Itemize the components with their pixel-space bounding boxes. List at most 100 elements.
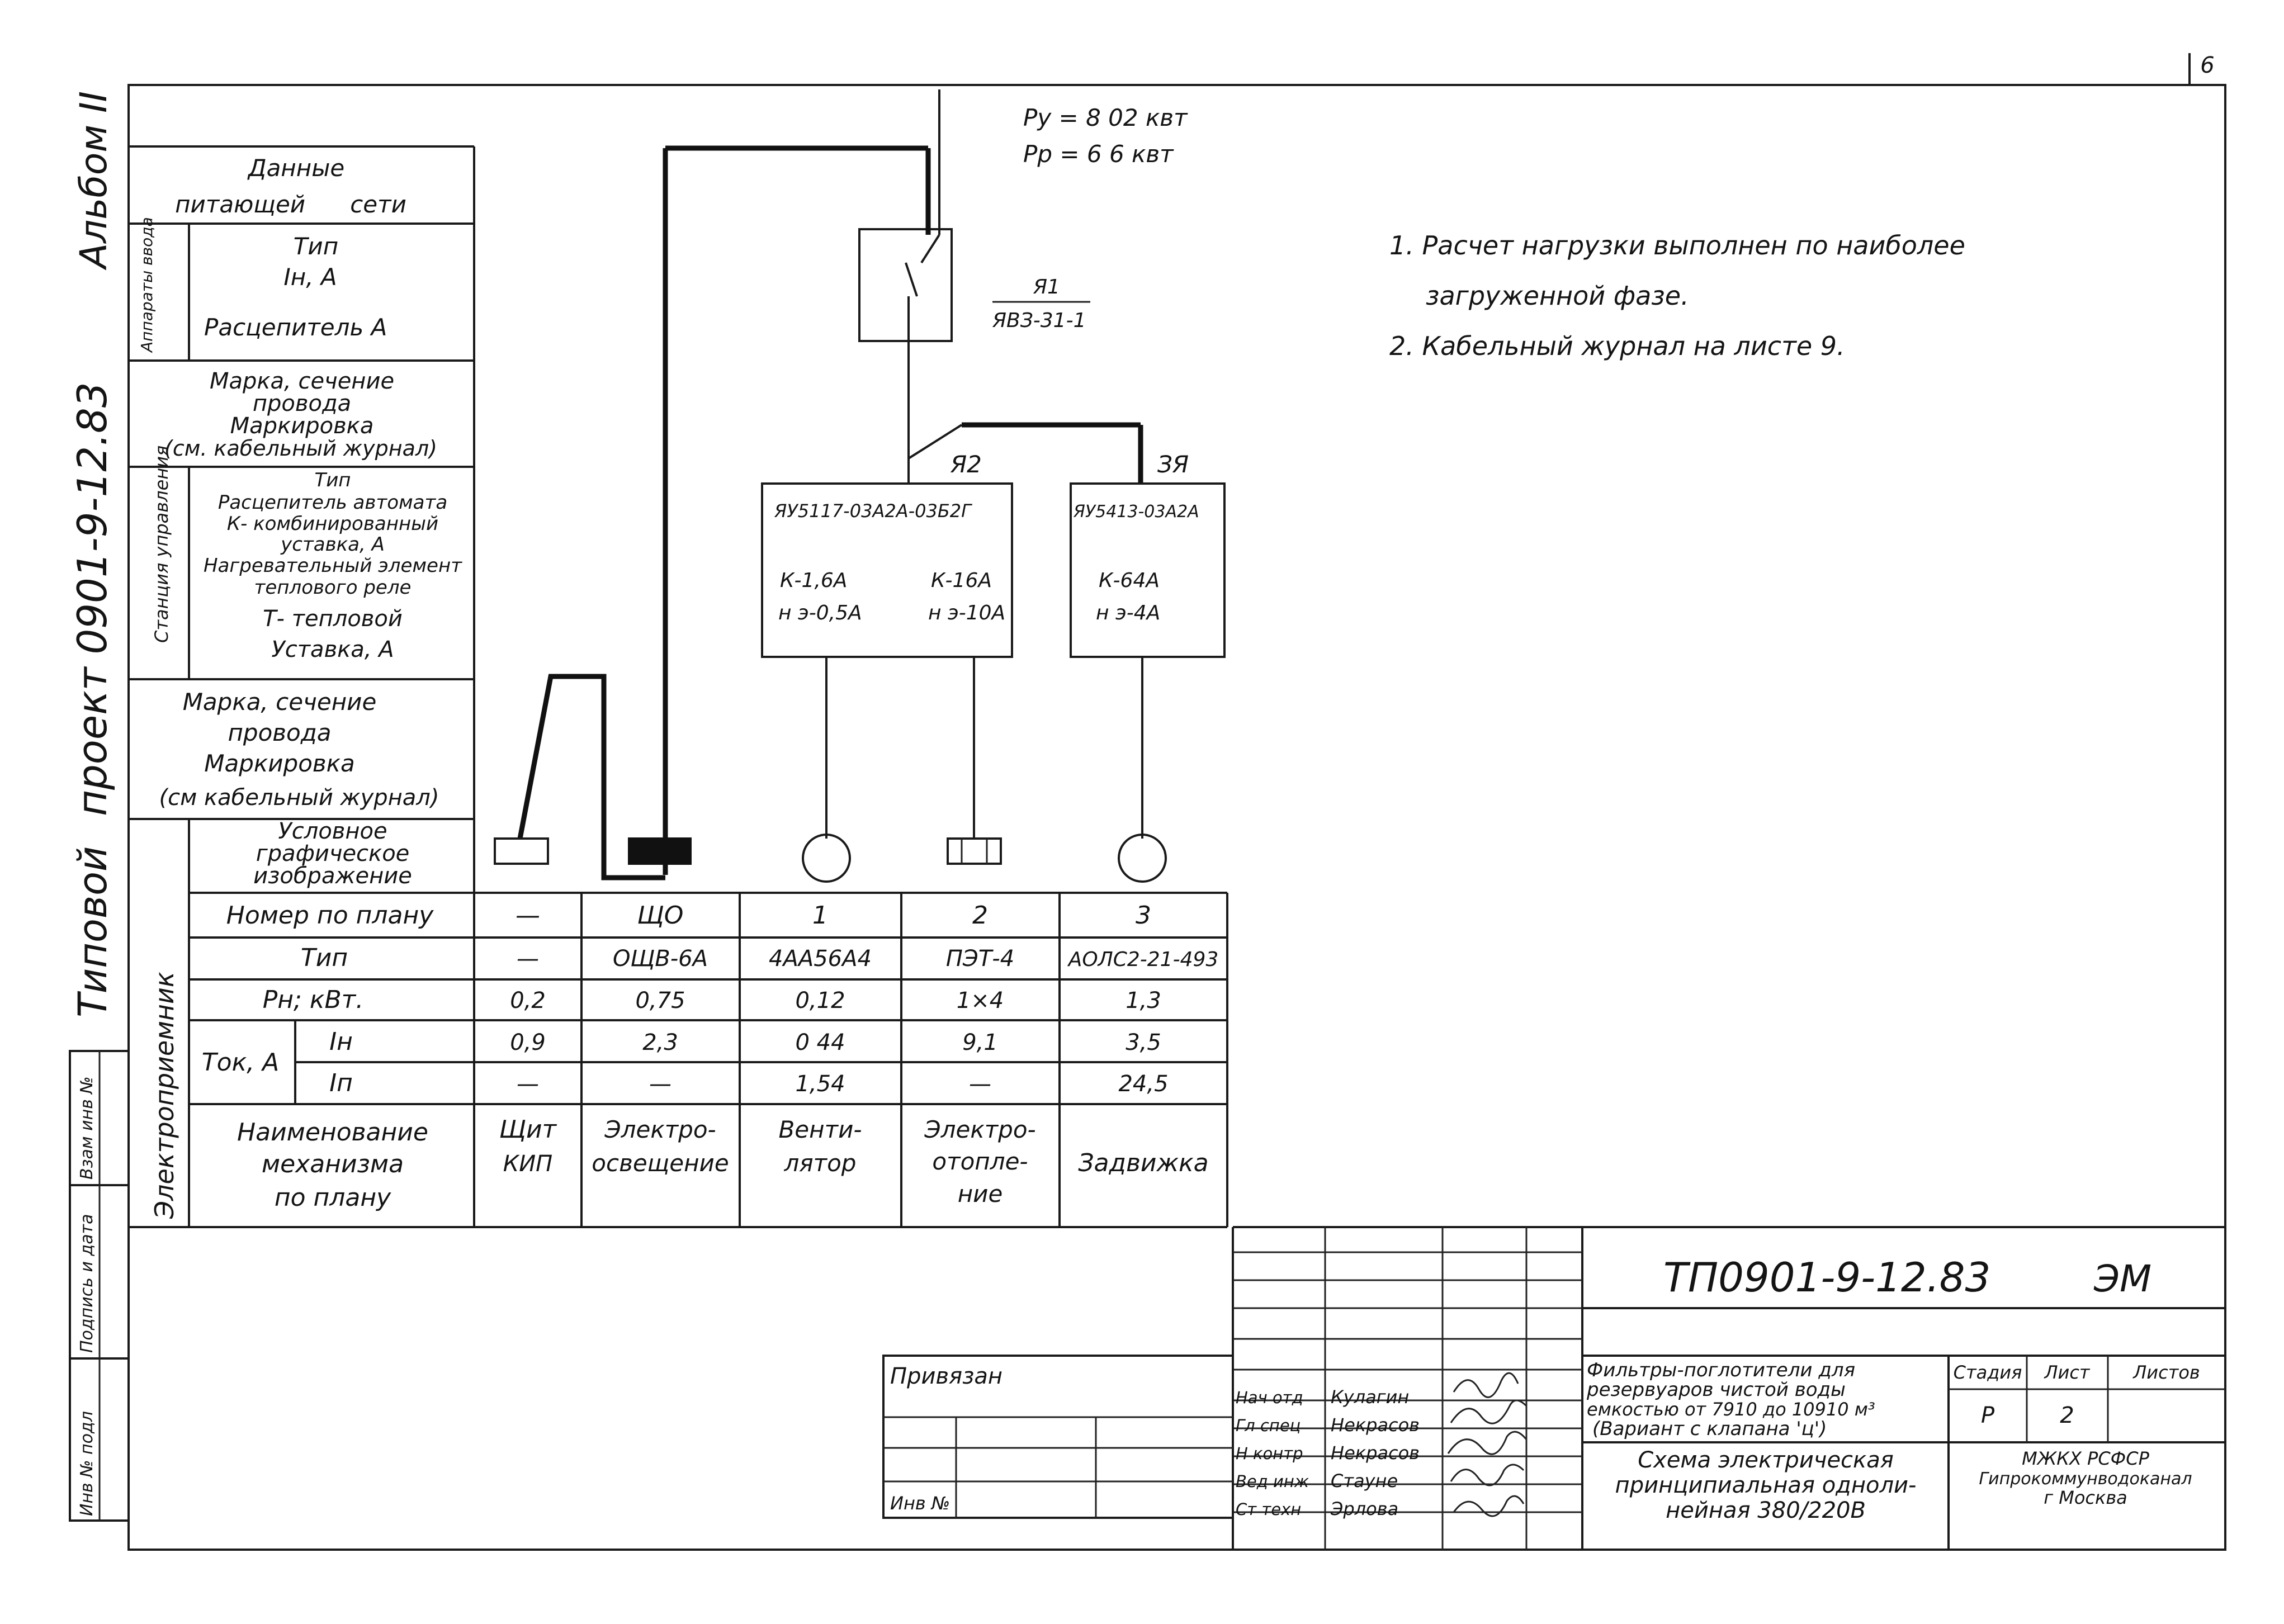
box-ya2-k1: К-1,6А xyxy=(780,569,847,592)
row-power-label: Рн; кВт. xyxy=(263,986,364,1014)
sheet-label: Лист xyxy=(2044,1362,2090,1383)
box-3ya-type: ЯУ5413-03А2А xyxy=(1073,502,1199,522)
box-ya2-k2: К-16А xyxy=(931,569,992,592)
person-1: Кулагин xyxy=(1331,1386,1409,1408)
wire1-line3: Маркировка xyxy=(230,413,374,439)
page-number: 6 xyxy=(2200,53,2214,78)
svg-text:2,3: 2,3 xyxy=(642,1030,678,1055)
box-3ya-id: ЗЯ xyxy=(1157,451,1189,478)
desc-line3: емкостью от 7910 до 10910 м³ xyxy=(1587,1399,1875,1420)
box-3ya-k: К-64А xyxy=(1099,569,1160,592)
svg-text:1,3: 1,3 xyxy=(1126,988,1161,1014)
consumer-column-kip: — — 0,2 0,9 — Щит КИП xyxy=(499,901,557,1177)
breaker-box xyxy=(858,228,953,342)
svg-text:КИП: КИП xyxy=(503,1151,552,1177)
stage-label: Стадия xyxy=(1954,1362,2022,1383)
svg-text:—: — xyxy=(517,946,539,972)
svg-text:0,2: 0,2 xyxy=(510,988,546,1014)
svg-text:Венти-: Венти- xyxy=(778,1116,862,1143)
cs-line7: Т- тепловой xyxy=(263,606,403,632)
valve-motor-symbol xyxy=(1118,834,1167,883)
cs-line3: К- комбинированный xyxy=(227,513,438,535)
box-ya2-n2: н э-10А xyxy=(928,602,1005,624)
svg-text:Электро-: Электро- xyxy=(604,1116,716,1143)
inv-label: Инв № xyxy=(890,1493,950,1514)
svg-text:0,9: 0,9 xyxy=(510,1030,546,1055)
svg-text:0 44: 0 44 xyxy=(795,1030,845,1055)
binding-box xyxy=(882,1355,1234,1519)
cs-line6: теплового реле xyxy=(254,576,412,599)
svg-text:—: — xyxy=(516,901,540,930)
cs-line1: Тип xyxy=(314,469,351,491)
consumer-column-fan: 1 4АА56А4 0,12 0 44 1,54 Венти- лятор xyxy=(769,901,872,1177)
kip-feeder xyxy=(517,674,665,880)
drawing-mark: ЭМ xyxy=(2093,1257,2151,1300)
cs-line4: уставка, А xyxy=(280,533,385,556)
desc-line2: резервуаров чистой воды xyxy=(1586,1379,1846,1401)
svg-text:лятор: лятор xyxy=(784,1149,857,1177)
row-name-line1: Наименование xyxy=(237,1118,428,1147)
org-line1: МЖКХ РСФСР xyxy=(2022,1448,2149,1469)
cs-line2: Расцепитель автомата xyxy=(218,491,447,514)
symbol-line1: Условное xyxy=(278,818,387,844)
row-type-label: Тип xyxy=(301,944,348,972)
symbol-line2: графическое xyxy=(256,841,410,867)
box-3ya-n: н э-4А xyxy=(1096,602,1160,624)
fan-motor-symbol xyxy=(802,834,851,883)
person-2: Некрасов xyxy=(1331,1414,1420,1436)
album-label: Альбом II xyxy=(72,91,115,271)
breaker-contact xyxy=(905,262,918,297)
consumer-column-heating: 2 ПЭТ-4 1×4 9,1 — Электро- отопле- ние xyxy=(924,901,1035,1208)
svg-text:Задвижка: Задвижка xyxy=(1078,1149,1208,1177)
breaker-id: Я1 xyxy=(1033,276,1060,299)
svg-text:1×4: 1×4 xyxy=(957,988,1004,1014)
org-line3: г Москва xyxy=(2044,1487,2127,1508)
drawing-code: ТП0901-9-12.83 xyxy=(1663,1254,1990,1301)
supply-line xyxy=(663,89,1143,875)
stamp-inv-orig: Инв № подл xyxy=(77,1411,97,1516)
stage-value: Р xyxy=(1981,1403,1995,1428)
svg-text:1: 1 xyxy=(812,901,828,930)
svg-text:АОЛС2-21-493: АОЛС2-21-493 xyxy=(1067,948,1219,971)
org-line2: Гипрокоммунводоканал xyxy=(1979,1469,2192,1489)
input-release-label: Расцепитель А xyxy=(204,314,387,341)
control-station-label: Станция управления xyxy=(151,446,172,643)
title-line1: Схема электрическая xyxy=(1638,1447,1894,1473)
wire2-line2: провода xyxy=(228,719,331,746)
title-block xyxy=(882,1226,2225,1550)
cs-line5: Нагревательный элемент xyxy=(204,555,462,577)
svg-text:—: — xyxy=(649,1071,672,1097)
wire1-line1: Марка, сечение xyxy=(210,368,394,394)
title-line2: принципиальная одноли- xyxy=(1615,1473,1917,1498)
consumer-column-lighting: ЩО ОЩВ-6А 0,75 2,3 — Электро- освещение xyxy=(592,901,729,1177)
supply-data-line1: Данные xyxy=(247,154,344,182)
row-name-line2: механизма xyxy=(262,1150,404,1178)
sheets-label: Листов xyxy=(2132,1362,2200,1383)
sheet-value: 2 xyxy=(2060,1403,2074,1428)
left-table-grid xyxy=(129,145,1228,1228)
box-ya2-type: ЯУ5117-03А2А-03Б2Г xyxy=(774,500,972,522)
stamp-replace-inv: Взам инв № xyxy=(77,1076,97,1180)
desc-line4: (Вариант с клапана 'ц') xyxy=(1592,1418,1827,1440)
svg-text:ПЭТ-4: ПЭТ-4 xyxy=(946,946,1014,972)
bound-label: Привязан xyxy=(890,1363,1002,1389)
control-box-ya2 xyxy=(761,482,1013,658)
role-2: Гл спец xyxy=(1236,1416,1301,1435)
svg-text:24,5: 24,5 xyxy=(1118,1071,1168,1097)
supply-data-line2: питающей сети xyxy=(175,191,406,218)
wire1-line4: (см. кабельный журнал) xyxy=(164,436,437,461)
svg-text:ЩО: ЩО xyxy=(637,901,684,930)
box-ya2-id: Я2 xyxy=(950,451,982,478)
wire2-line1: Марка, сечение xyxy=(183,688,377,716)
svg-text:1,54: 1,54 xyxy=(795,1071,845,1097)
installed-power: Ру = 8 02 квт xyxy=(1023,104,1188,131)
wire2-line3: Маркировка xyxy=(204,750,355,777)
note-1: 1. Расчет нагрузки выполнен по наиболее xyxy=(1389,230,1965,261)
role-4: Вед инж xyxy=(1236,1472,1309,1491)
wire1-line2: провода xyxy=(253,391,351,416)
signatures xyxy=(1447,1372,1528,1517)
svg-text:Электро-: Электро- xyxy=(924,1116,1035,1143)
title-line3: нейная 380/220В xyxy=(1666,1498,1866,1523)
role-1: Нач отд xyxy=(1236,1388,1303,1407)
